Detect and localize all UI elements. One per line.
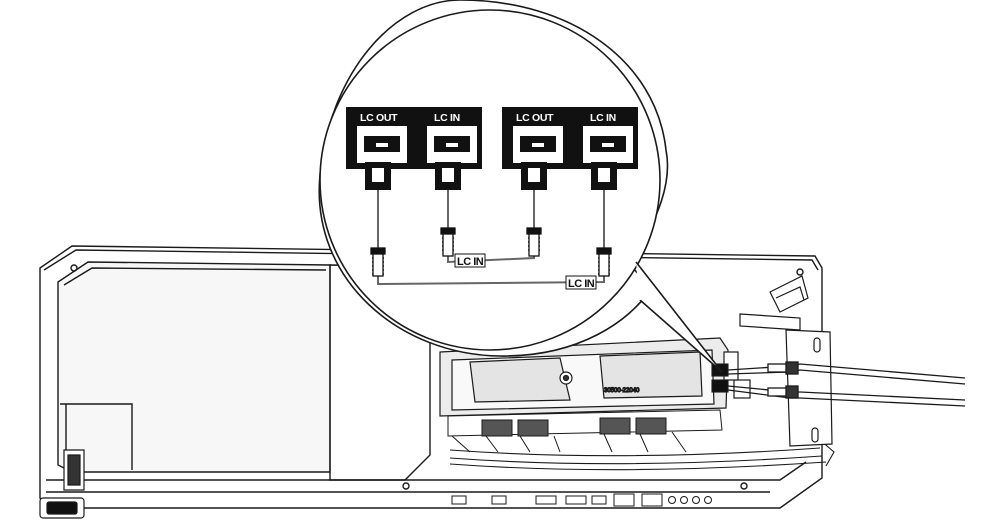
connector-plug-1 <box>365 162 391 190</box>
cable-end-plug-4 <box>596 247 612 277</box>
cable-label-text: LC IN <box>457 256 484 268</box>
port-label: LC OUT <box>360 112 398 124</box>
cable-end-plug-3 <box>526 227 542 257</box>
connector-plug-3 <box>521 162 547 190</box>
ribbon-cables <box>447 409 723 453</box>
cable-lines <box>377 190 605 286</box>
port-label: LC IN <box>590 112 616 124</box>
cable-label-text: LC IN <box>568 278 595 290</box>
port-label: LC OUT <box>516 112 554 124</box>
plugged-connectors <box>365 162 617 190</box>
cable-label-inner: LC IN <box>454 253 486 268</box>
cable-label-outer: LC IN <box>565 275 597 290</box>
cable-end-plug-2 <box>440 227 456 257</box>
lc-cables-external <box>727 361 966 407</box>
port-lc-in-1: LC IN <box>427 112 477 163</box>
port-lc-out-2: LC OUT <box>513 112 563 163</box>
magnifier-callout <box>318 0 723 374</box>
cable-end-plugs <box>370 227 612 277</box>
connector-plug-4 <box>591 162 617 190</box>
wire-harness <box>449 439 835 471</box>
board-part-number: 30500-22040 <box>604 388 640 394</box>
main-board: 30500-22040 <box>439 337 729 417</box>
right-bracket <box>723 275 833 447</box>
bottom-io-connectors <box>451 493 712 507</box>
connector-plug-2 <box>435 162 461 190</box>
port-label: LC IN <box>434 112 460 124</box>
port-lc-in-2: LC IN <box>583 112 633 163</box>
cable-end-plug-1 <box>370 247 386 277</box>
port-lc-out-1: LC OUT <box>357 112 407 163</box>
ac-power-inlet <box>39 449 85 519</box>
